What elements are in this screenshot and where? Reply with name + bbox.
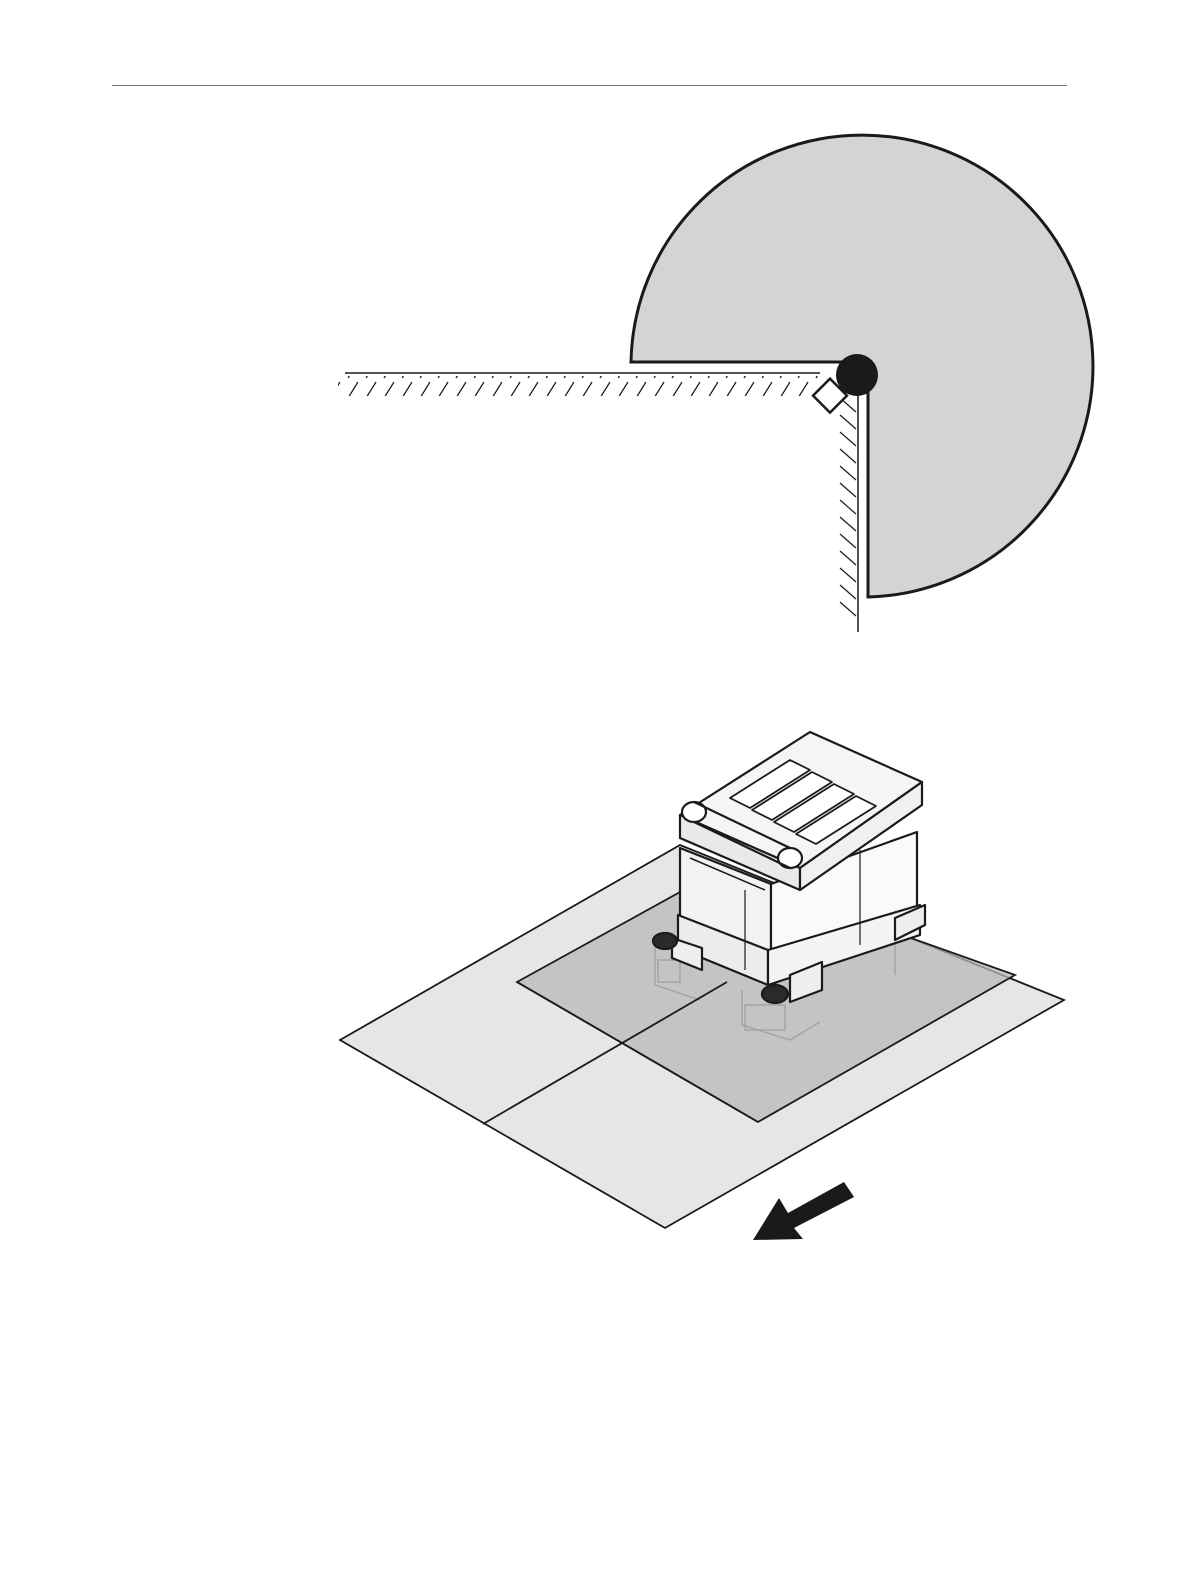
horizontal-wall: [338, 373, 820, 396]
caster-wheel-icon: [762, 985, 788, 1003]
sensor-coverage-sector-diagram: [338, 135, 1093, 632]
scanner-head-icon: [836, 354, 878, 396]
vertical-wall: [840, 395, 858, 632]
robot-protective-field-diagram: [340, 732, 1064, 1240]
caster-wheel-icon: [653, 933, 677, 949]
direction-of-travel-arrow-icon: [753, 1182, 854, 1240]
